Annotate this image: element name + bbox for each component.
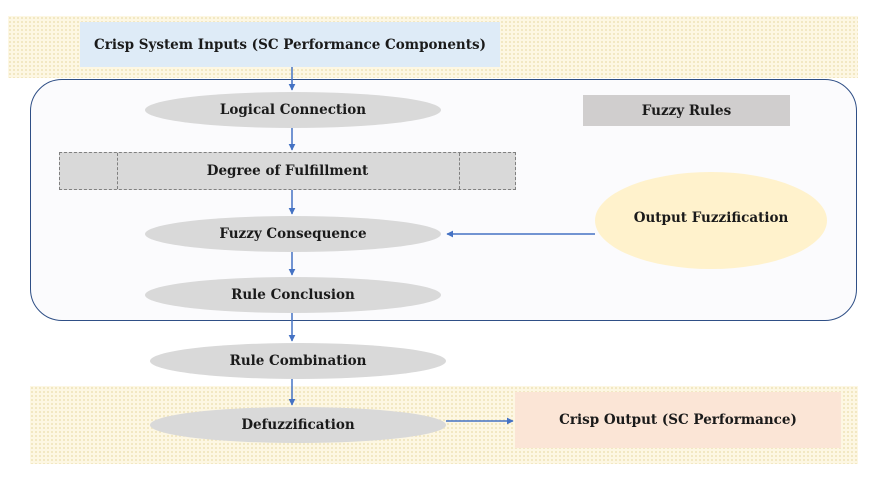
output-fuzzification-label: Output Fuzzification [633,210,789,226]
crisp-output-box: Crisp Output (SC Performance) [515,392,841,448]
degree-left-divider [117,153,118,189]
crisp-system-inputs-box: Crisp System Inputs (SC Performance Comp… [80,22,500,67]
defuzzification-node: Defuzzification [150,407,446,443]
fuzzy-consequence-node: Fuzzy Consequence [145,216,441,252]
degree-of-fulfillment-label: Degree of Fulfillment [206,163,369,179]
rule-conclusion-node: Rule Conclusion [145,277,441,313]
rule-combination-node: Rule Combination [150,343,446,379]
output-fuzzification-node: Output Fuzzification [595,172,827,269]
degree-of-fulfillment-node: Degree of Fulfillment [59,152,516,190]
fuzzy-rules-box: Fuzzy Rules [583,95,790,126]
logical-connection-node: Logical Connection [145,92,441,128]
degree-right-divider [459,153,460,189]
